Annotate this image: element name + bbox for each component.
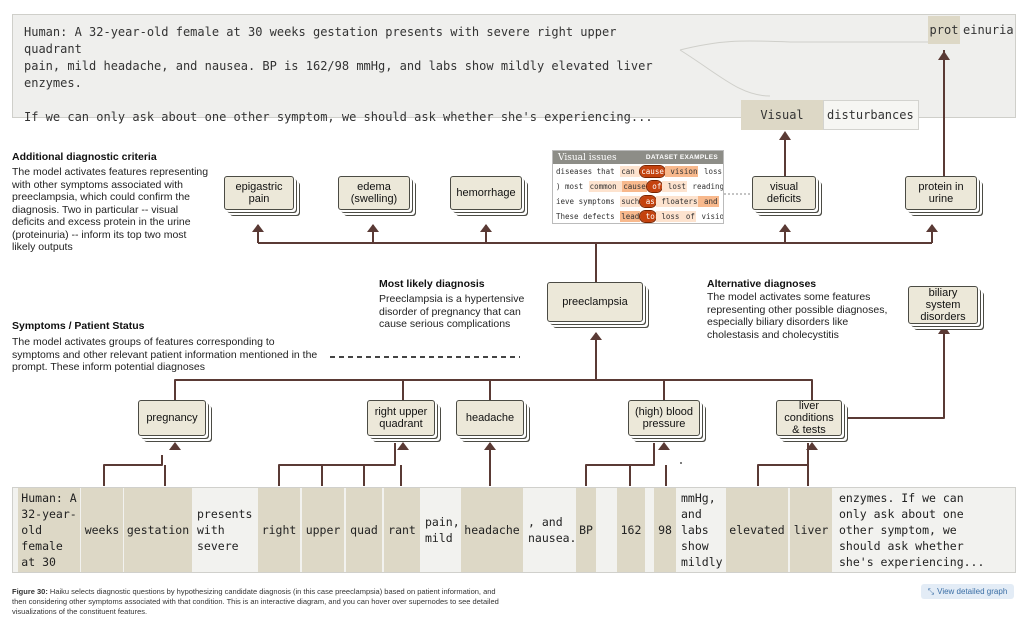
dataset-token: such <box>620 196 641 207</box>
view-detailed-graph-button[interactable]: ⤡ View detailed graph <box>921 584 1014 599</box>
prompt-token[interactable]: , and nausea. <box>528 515 577 545</box>
node-label: visual deficits <box>766 181 802 205</box>
node-label: pregnancy <box>146 412 198 424</box>
dataset-token: diseases that <box>556 167 620 176</box>
node-liver-conditions-tests[interactable]: liver conditions & tests <box>776 400 842 436</box>
dataset-example-row: These defects lead to loss of vision <box>553 209 723 223</box>
prompt-token[interactable]: 162 <box>617 488 645 572</box>
alternative-heading: Alternative diagnoses <box>707 278 817 290</box>
most-likely-text: Preeclampsia is a hypertensive disorder … <box>379 293 525 330</box>
prompt-token[interactable]: Human: A 32-year- old female at 30 <box>18 488 80 572</box>
prompt-token[interactable]: presents with severe <box>197 507 253 553</box>
dataset-token: ) most <box>556 182 588 191</box>
dataset-example-row: diseases that can cause vision loss. <box>553 164 723 179</box>
most-likely-heading: Most likely diagnosis <box>379 278 485 290</box>
node-preeclampsia[interactable]: preeclampsia <box>547 282 643 322</box>
additional-criteria-text: The model activates features representin… <box>12 166 209 253</box>
prompt-token[interactable]: enzymes. If we can only ask about one ot… <box>839 491 985 569</box>
figure-caption: Figure 30: Haiku selects diagnostic ques… <box>12 587 502 617</box>
prompt-token[interactable]: gestation <box>124 488 192 572</box>
dataset-token: of <box>680 211 696 222</box>
prompt-token[interactable]: mmHg, and labs show mildly <box>681 491 723 569</box>
node-hemorrhage[interactable]: hemorrhage <box>450 176 522 210</box>
dataset-token: lost <box>662 181 687 192</box>
node-label: (high) blood pressure <box>634 406 694 430</box>
node-visual-deficits[interactable]: visual deficits <box>752 176 816 210</box>
prompt-token[interactable]: rant <box>384 488 420 572</box>
dataset-token: can <box>620 166 641 177</box>
prompt-token[interactable]: BP <box>576 488 596 572</box>
dataset-token: i <box>719 196 723 207</box>
node-high-blood-pressure[interactable]: (high) blood pressure <box>628 400 700 436</box>
dataset-token: loss <box>655 211 681 222</box>
dataset-title: Visual issues <box>558 152 617 163</box>
prompt-token[interactable]: liver <box>790 488 832 572</box>
caption-label: Figure 30: <box>12 587 48 596</box>
symptoms-heading: Symptoms / Patient Status <box>12 320 145 332</box>
prompt-token[interactable]: pain, mild <box>425 515 460 545</box>
node-biliary-system-disorders[interactable]: biliary system disorders <box>908 286 978 324</box>
node-label: protein in urine <box>918 181 964 205</box>
dataset-subtitle: DATASET EXAMPLES <box>645 154 718 161</box>
dataset-token: to <box>639 210 657 223</box>
dataset-example-row: ieve symptoms such as floaters and i <box>553 194 723 209</box>
caption-text: Haiku selects diagnostic questions by hy… <box>12 587 499 616</box>
prompt-token[interactable]: weeks <box>81 488 123 572</box>
node-right-upper-quadrant[interactable]: right upper quadrant <box>367 400 435 436</box>
node-label: preeclampsia <box>562 296 628 308</box>
prompt-token[interactable]: upper <box>302 488 344 572</box>
dataset-token: reading v <box>692 182 723 191</box>
output-token-visual[interactable]: Visual <box>741 100 823 130</box>
alternative-text: The model activates some features repres… <box>707 291 888 341</box>
node-label: edema (swelling) <box>350 181 398 205</box>
node-protein-in-urine[interactable]: protein in urine <box>905 176 977 210</box>
node-label: right upper quadrant <box>374 406 428 430</box>
node-headache[interactable]: headache <box>456 400 524 436</box>
view-detailed-graph-label: View detailed graph <box>937 587 1008 596</box>
node-pregnancy[interactable]: pregnancy <box>138 400 206 436</box>
dataset-token: cause <box>622 181 647 192</box>
dataset-token: of <box>645 180 664 193</box>
dataset-token: as <box>639 195 657 208</box>
output-token-prot[interactable]: prot <box>928 16 960 44</box>
node-label: headache <box>465 412 515 424</box>
output-token-disturbances[interactable]: disturbances <box>823 100 919 130</box>
prompt-text: Human: A 32-year-old female at 30 weeks … <box>24 25 653 124</box>
prompt-token[interactable]: 98 <box>654 488 676 572</box>
dataset-header: Visual issues DATASET EXAMPLES <box>553 151 723 164</box>
prompt-token[interactable]: headache <box>461 488 523 572</box>
dataset-token: vision <box>701 212 723 221</box>
prompt-token[interactable]: elevated <box>726 488 788 572</box>
dataset-token: floaters <box>655 196 699 207</box>
dataset-token: loss. <box>703 167 723 176</box>
output-token-einuria[interactable]: einuria <box>963 23 1014 37</box>
dataset-example-row: ) most common cause of lost reading v <box>553 179 723 194</box>
node-label: hemorrhage <box>456 187 516 199</box>
dataset-token: cause <box>639 165 666 178</box>
node-label: epigastric pain <box>235 181 283 205</box>
node-label: liver conditions & tests <box>784 400 834 436</box>
dataset-token: and <box>698 196 719 207</box>
expand-icon: ⤡ <box>927 586 935 596</box>
dataset-token: lead <box>620 211 641 222</box>
node-edema[interactable]: edema (swelling) <box>338 176 410 210</box>
prompt-token[interactable]: quad <box>346 488 382 572</box>
dataset-token: ieve symptoms <box>556 197 620 206</box>
symptoms-text: The model activates groups of features c… <box>12 336 318 373</box>
node-label: biliary system disorders <box>920 287 966 323</box>
dataset-examples-panel: Visual issues DATASET EXAMPLES diseases … <box>552 150 724 224</box>
prompt-token[interactable]: right <box>258 488 300 572</box>
additional-criteria-heading: Additional diagnostic criteria <box>12 151 157 163</box>
dataset-token: common <box>588 181 623 192</box>
dataset-token: These defects <box>556 212 620 221</box>
node-epigastric-pain[interactable]: epigastric pain <box>224 176 294 210</box>
dataset-token: vision <box>664 166 699 177</box>
